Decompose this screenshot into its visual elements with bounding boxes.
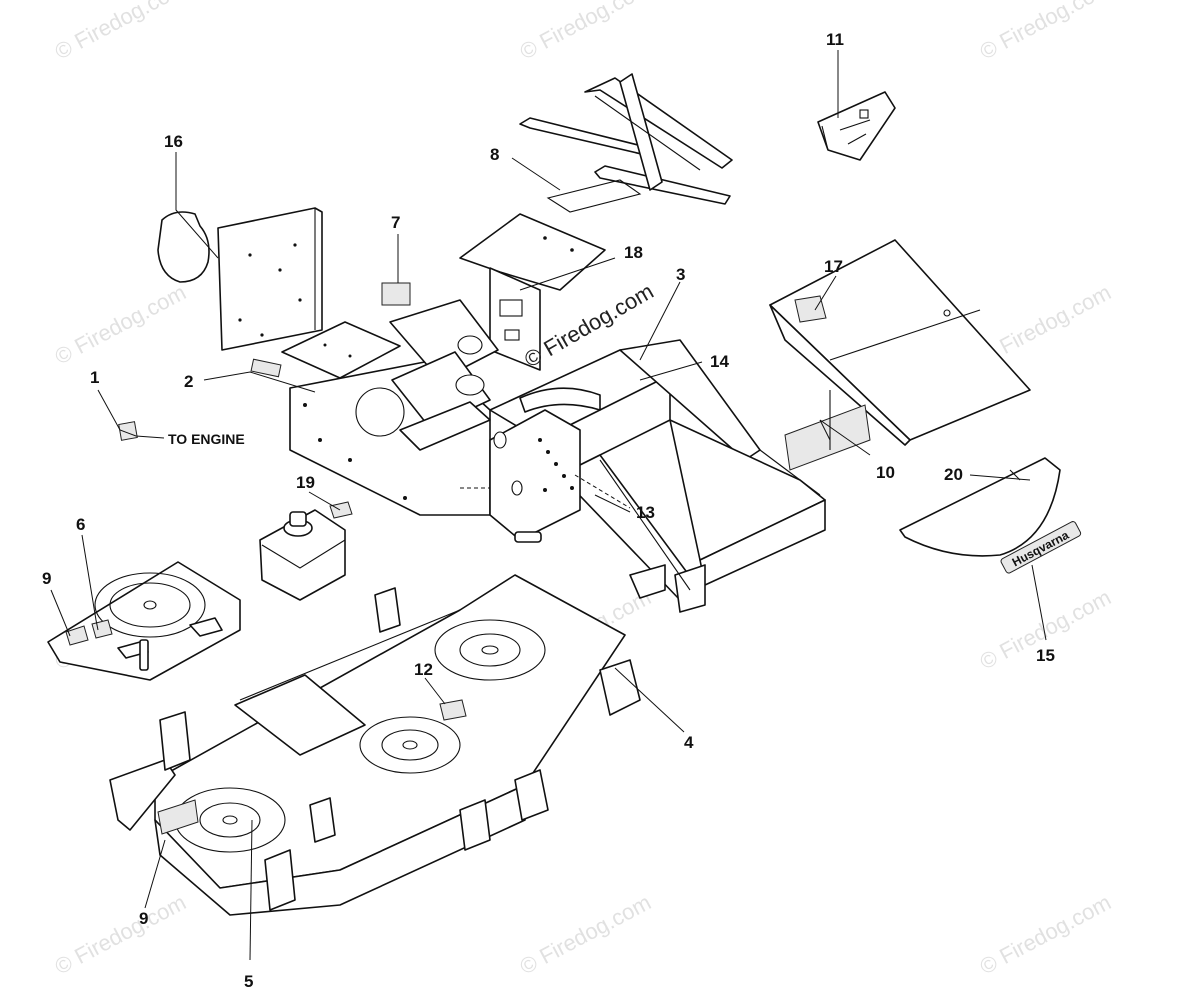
callout-4: 4 — [684, 733, 694, 752]
callout-9b: 9 — [139, 909, 148, 928]
watermark: © Firedog.com — [51, 0, 190, 64]
callout-16: 16 — [164, 132, 183, 151]
watermark: © Firedog.com — [516, 0, 655, 64]
part-20-cover: Husqvarna — [899, 457, 1082, 574]
callout-18: 18 — [624, 243, 643, 262]
left-decals — [118, 282, 411, 441]
watermark: © Firedog.com — [976, 0, 1115, 64]
watermark: © Firedog.com — [976, 889, 1115, 979]
callout-numbers: 1 2 3 4 5 6 7 8 9 9 10 11 12 13 14 15 16… — [42, 30, 1055, 991]
part-6-belt-cover — [47, 561, 241, 681]
watermark: © Firedog.com — [51, 279, 190, 369]
part-19-console — [259, 501, 353, 601]
callout-8: 8 — [490, 145, 499, 164]
callout-10: 10 — [876, 463, 895, 482]
to-engine-note: TO ENGINE — [168, 431, 245, 447]
callout-19: 19 — [296, 473, 315, 492]
part-11-bracket — [817, 50, 896, 161]
part-16-panel — [157, 207, 323, 351]
part-17-shroud — [769, 239, 1031, 471]
callout-11: 11 — [826, 30, 844, 49]
callout-3: 3 — [676, 265, 685, 284]
part-8-frame — [511, 73, 733, 213]
callout-9a: 9 — [42, 569, 51, 588]
callout-13: 13 — [636, 503, 655, 522]
leader-lines — [50, 152, 1047, 961]
watermark: © Firedog.com — [51, 889, 190, 979]
callout-5: 5 — [244, 972, 253, 991]
watermark: © Firedog.com — [516, 889, 655, 979]
callout-20: 20 — [944, 465, 963, 484]
callout-2: 2 — [184, 372, 193, 391]
callout-1: 1 — [90, 368, 99, 387]
callout-17: 17 — [824, 257, 843, 276]
callout-6: 6 — [76, 515, 85, 534]
main-chassis — [281, 213, 826, 613]
callout-14: 14 — [710, 352, 729, 371]
callout-15: 15 — [1036, 646, 1055, 665]
callout-7: 7 — [391, 213, 400, 232]
callout-12: 12 — [414, 660, 433, 679]
mower-deck — [109, 574, 641, 916]
